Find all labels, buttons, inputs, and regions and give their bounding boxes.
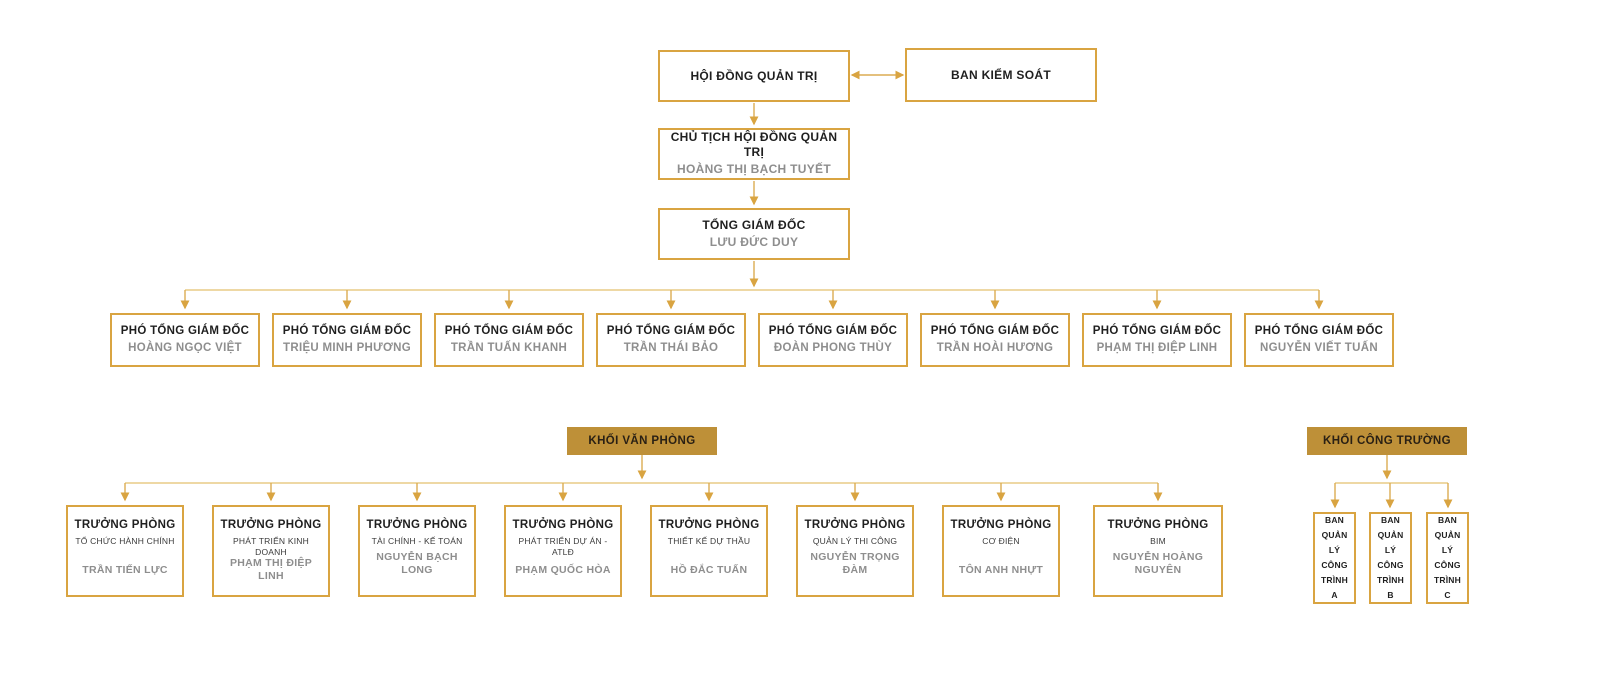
box-department: TRƯỞNG PHÒNG TÀI CHÍNH - KẾ TOÁN NGUYỄN … bbox=[358, 505, 476, 597]
box-title: HỘI ĐỒNG QUẢN TRỊ bbox=[690, 68, 818, 83]
box-department: TRƯỞNG PHÒNG PHÁT TRIỂN DỰ ÁN - ATLĐ PHẠ… bbox=[504, 505, 622, 597]
box-site-board: BAN QUẢN LÝ CÔNG TRÌNH C bbox=[1426, 512, 1469, 604]
department-name: TỔ CHỨC HÀNH CHÍNH bbox=[75, 536, 175, 547]
box-site-board: BAN QUẢN LÝ CÔNG TRÌNH A bbox=[1313, 512, 1356, 604]
person-name: PHẠM THỊ ĐIỆP LINH bbox=[1096, 341, 1218, 354]
box-department: TRƯỞNG PHÒNG QUẢN LÝ THI CÔNG NGUYỄN TRỌ… bbox=[796, 505, 914, 597]
person-name: TRIỆU MINH PHƯƠNG bbox=[283, 341, 411, 354]
box-deputy-ceo: PHÓ TỔNG GIÁM ĐỐC PHẠM THỊ ĐIỆP LINH bbox=[1082, 313, 1232, 367]
box-title: CHỦ TỊCH HỘI ĐỒNG QUẢN TRỊ bbox=[670, 130, 838, 160]
person-name: TRẦN TUẤN KHANH bbox=[450, 341, 568, 354]
box-title: TRƯỞNG PHÒNG bbox=[1107, 519, 1209, 531]
box-department: TRƯỞNG PHÒNG TỔ CHỨC HÀNH CHÍNH TRẦN TIẾ… bbox=[66, 505, 184, 597]
department-name: PHÁT TRIỂN KINH DOANH bbox=[233, 536, 309, 557]
box-deputy-ceo: PHÓ TỔNG GIÁM ĐỐC TRẦN TUẤN KHANH bbox=[434, 313, 584, 367]
box-title: PHÓ TỔNG GIÁM ĐỐC bbox=[120, 325, 250, 338]
person-name: TRẦN HOÀI HƯƠNG bbox=[936, 341, 1054, 354]
person-name: PHẠM THỊ ĐIỆP LINH bbox=[229, 556, 313, 582]
box-board-of-directors: HỘI ĐỒNG QUẢN TRỊ bbox=[658, 50, 850, 102]
person-name: HOÀNG NGỌC VIỆT bbox=[128, 341, 242, 354]
box-title: TRƯỞNG PHÒNG bbox=[74, 519, 176, 531]
department-name: TÀI CHÍNH - KẾ TOÁN bbox=[371, 536, 463, 547]
person-name: LƯU ĐỨC DUY bbox=[709, 234, 799, 249]
box-department: TRƯỞNG PHÒNG PHÁT TRIỂN KINH DOANH PHẠM … bbox=[212, 505, 330, 597]
person-name: PHẠM QUỐC HÒA bbox=[515, 563, 611, 576]
person-name: NGUYỄN TRỌNG ĐÀM bbox=[810, 550, 900, 576]
box-supervisory-board: BAN KIỂM SOÁT bbox=[905, 48, 1097, 102]
box-title: TRƯỞNG PHÒNG bbox=[366, 519, 468, 531]
box-department: TRƯỞNG PHÒNG BIM NGUYỄN HOÀNG NGUYÊN bbox=[1093, 505, 1223, 597]
department-name: PHÁT TRIỂN DỰ ÁN - ATLĐ bbox=[518, 536, 608, 557]
box-department: TRƯỞNG PHÒNG CƠ ĐIỆN TÔN ANH NHỰT bbox=[942, 505, 1060, 597]
person-name: NGUYỄN VIẾT TUẤN bbox=[1260, 341, 1378, 354]
box-title: BAN QUẢN LÝ CÔNG TRÌNH C bbox=[1434, 515, 1461, 600]
department-name: CƠ ĐIỆN bbox=[982, 536, 1020, 547]
header-site-block: KHỐI CÔNG TRƯỜNG bbox=[1307, 427, 1467, 455]
box-title: PHÓ TỔNG GIÁM ĐỐC bbox=[1254, 325, 1384, 338]
box-title: TRƯỞNG PHÒNG bbox=[804, 519, 906, 531]
box-site-board: BAN QUẢN LÝ CÔNG TRÌNH B bbox=[1369, 512, 1412, 604]
box-title: TRƯỞNG PHÒNG bbox=[512, 519, 614, 531]
box-title: BAN QUẢN LÝ CÔNG TRÌNH B bbox=[1377, 515, 1404, 600]
person-name: HỒ ĐẮC TUẤN bbox=[670, 563, 748, 576]
box-title: TRƯỞNG PHÒNG bbox=[950, 519, 1052, 531]
box-deputy-ceo: PHÓ TỔNG GIÁM ĐỐC TRIỆU MINH PHƯƠNG bbox=[272, 313, 422, 367]
box-chairman: CHỦ TỊCH HỘI ĐỒNG QUẢN TRỊ HOÀNG THỊ BẠC… bbox=[658, 128, 850, 180]
department-name: QUẢN LÝ THI CÔNG bbox=[812, 536, 898, 547]
person-name: HOÀNG THỊ BẠCH TUYẾT bbox=[677, 162, 831, 177]
box-title: TRƯỞNG PHÒNG bbox=[220, 519, 322, 531]
box-deputy-ceo: PHÓ TỔNG GIÁM ĐỐC NGUYỄN VIẾT TUẤN bbox=[1244, 313, 1394, 367]
box-title: PHÓ TỔNG GIÁM ĐỐC bbox=[768, 325, 898, 338]
department-name: BIM bbox=[1150, 536, 1166, 547]
box-title: PHÓ TỔNG GIÁM ĐỐC bbox=[1092, 325, 1222, 338]
box-ceo: TỔNG GIÁM ĐỐC LƯU ĐỨC DUY bbox=[658, 208, 850, 260]
person-name: NGUYỄN BẠCH LONG bbox=[376, 550, 458, 576]
header-office-block: KHỐI VĂN PHÒNG bbox=[567, 427, 717, 455]
person-name: TRẦN THÁI BẢO bbox=[623, 341, 719, 354]
box-deputy-ceo: PHÓ TỔNG GIÁM ĐỐC TRẦN HOÀI HƯƠNG bbox=[920, 313, 1070, 367]
box-title: PHÓ TỔNG GIÁM ĐỐC bbox=[444, 325, 574, 338]
department-name: THIẾT KẾ DỰ THẦU bbox=[667, 536, 751, 547]
box-deputy-ceo: PHÓ TỔNG GIÁM ĐỐC HOÀNG NGỌC VIỆT bbox=[110, 313, 260, 367]
box-title: BAN KIỂM SOÁT bbox=[951, 67, 1051, 82]
person-name: TÔN ANH NHỰT bbox=[958, 563, 1044, 576]
box-title: BAN QUẢN LÝ CÔNG TRÌNH A bbox=[1321, 515, 1348, 600]
box-deputy-ceo: PHÓ TỔNG GIÁM ĐỐC ĐOÀN PHONG THÙY bbox=[758, 313, 908, 367]
box-deputy-ceo: PHÓ TỔNG GIÁM ĐỐC TRẦN THÁI BẢO bbox=[596, 313, 746, 367]
box-title: TỔNG GIÁM ĐỐC bbox=[702, 217, 806, 232]
box-title: PHÓ TỔNG GIÁM ĐỐC bbox=[930, 325, 1060, 338]
box-department: TRƯỞNG PHÒNG THIẾT KẾ DỰ THẦU HỒ ĐẮC TUẤ… bbox=[650, 505, 768, 597]
person-name: ĐOÀN PHONG THÙY bbox=[773, 341, 893, 354]
box-title: TRƯỞNG PHÒNG bbox=[658, 519, 760, 531]
box-title: PHÓ TỔNG GIÁM ĐỐC bbox=[282, 325, 412, 338]
box-title: PHÓ TỔNG GIÁM ĐỐC bbox=[606, 325, 736, 338]
person-name: TRẦN TIẾN LỰC bbox=[82, 563, 168, 576]
person-name: NGUYỄN HOÀNG NGUYÊN bbox=[1112, 550, 1204, 576]
